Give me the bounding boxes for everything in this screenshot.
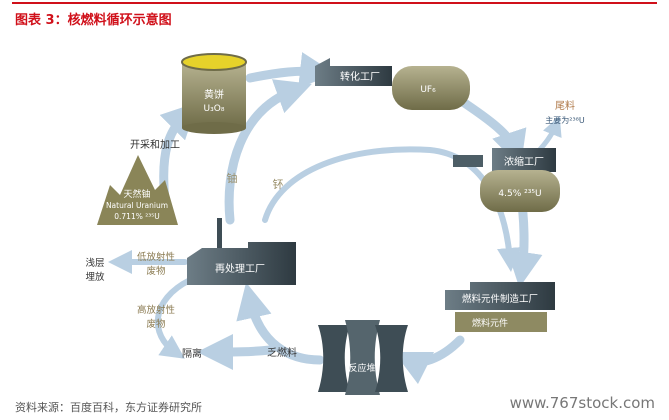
reactor-cooling-towers: 反应堆 <box>318 320 408 395</box>
fuel-fab-label: 燃料元件制造工厂 <box>462 293 538 305</box>
isolation-label: 隔离 <box>182 347 202 360</box>
high-waste-line1: 高放射性 <box>137 304 176 316</box>
natural-uranium-pct: 0.711% ²³⁵U <box>114 212 160 221</box>
uf6-label: UF₆ <box>420 85 436 95</box>
natural-uranium-cn: 天然铀 <box>123 188 150 200</box>
arrow-high-waste <box>154 277 193 359</box>
shallow-burial-line2: 埋放 <box>85 271 105 283</box>
header-rule <box>12 2 657 4</box>
enrichment-plant: 浓缩工厂 4.5% ²³⁵U <box>453 148 560 212</box>
reactor-label: 反应堆 <box>348 362 375 374</box>
conversion-plant-label: 转化工厂 <box>340 70 380 83</box>
mining-label: 开采和加工 <box>130 139 180 151</box>
spent-fuel-label: 乏燃料 <box>267 346 297 359</box>
plutonium-recycle-label: 钚 <box>273 178 284 191</box>
arrow-fab-to-reactor <box>393 335 465 385</box>
reprocessing-plant: 再处理工厂 <box>187 218 296 285</box>
arrow-spent-to-isolation <box>197 333 275 370</box>
arrow-uranium-recycle <box>224 79 312 225</box>
fuel-elements-label: 燃料元件 <box>472 317 508 329</box>
shallow-burial-line1: 浅层 <box>85 257 104 269</box>
uf6-tank: UF₆ <box>392 66 470 110</box>
fuel-fabrication-plant: 燃料元件制造工厂 燃料元件 <box>445 282 555 332</box>
conversion-plant: 转化工厂 <box>315 58 392 86</box>
tails-detail: 主要为²³⁸U <box>545 115 585 125</box>
low-waste-line2: 废物 <box>146 265 166 277</box>
high-waste-line2: 废物 <box>146 318 166 330</box>
natural-uranium-en: Natural Uranium <box>106 201 168 210</box>
enriched-uranium-label: 4.5% ²³⁵U <box>498 189 541 199</box>
yellowcake-formula: U₃O₈ <box>204 104 225 114</box>
arrow-spent-to-reprocessing <box>236 282 325 365</box>
reprocessing-plant-label: 再处理工厂 <box>215 263 265 275</box>
low-waste-line1: 低放射性 <box>137 251 176 263</box>
source-note: 资料来源：百度百科，东方证券研究所 <box>15 401 202 414</box>
yellowcake-drum: 黄饼 U₃O₈ <box>181 53 247 134</box>
tails-label: 尾料 <box>555 99 575 112</box>
watermark: www.767stock.com <box>509 394 655 412</box>
arrow-yellowcake-to-conversion <box>245 52 336 88</box>
yellowcake-label: 黄饼 <box>204 88 224 101</box>
uranium-recycle-label: 铀 <box>227 171 238 185</box>
figure-title: 图表 3：核燃料循环示意图 <box>15 13 172 28</box>
natural-uranium-mountain: 天然铀 Natural Uranium 0.711% ²³⁵U <box>97 155 178 225</box>
enrichment-plant-label: 浓缩工厂 <box>504 155 544 168</box>
arrow-conversion-to-enrichment <box>455 95 527 168</box>
